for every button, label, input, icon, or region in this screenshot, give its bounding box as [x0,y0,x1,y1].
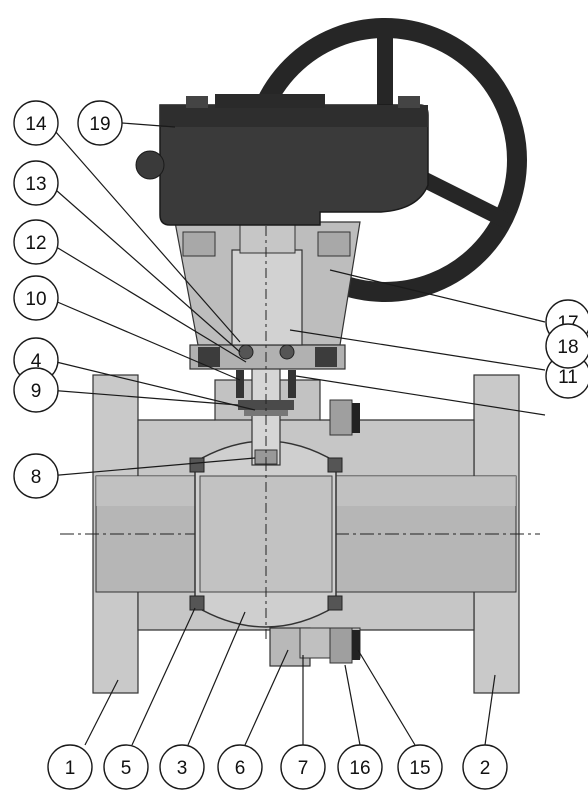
callout-circle [47,744,93,790]
callout-circle [13,100,59,146]
callout-number: 7 [298,758,309,779]
callout-circle [397,744,443,790]
callout-number: 12 [25,233,46,254]
callout-number: 1 [65,758,76,779]
callout-1: 1 [47,744,93,790]
callout-number: 19 [89,114,110,135]
callout-circle [13,160,59,206]
callout-10: 10 [13,275,59,321]
callout-number: 4 [31,351,42,372]
callout-number: 10 [25,289,46,310]
callout-number: 16 [349,758,370,779]
callout-12: 12 [13,219,59,265]
callout-circle [337,744,383,790]
callout-circle [545,323,588,369]
callout-13: 13 [13,160,59,206]
callout-19: 19 [77,100,123,146]
callout-number: 18 [557,337,578,358]
callout-15: 15 [397,744,443,790]
mounting-bracket [174,100,361,470]
callout-number: 5 [121,758,132,779]
callout-3: 3 [159,744,205,790]
callout-2: 2 [462,744,508,790]
callout-labels: 12345678910111213141516171819 [13,100,588,790]
callout-circle [13,453,59,499]
callout-number: 14 [25,114,47,135]
callout-16: 16 [337,744,383,790]
callout-circle [13,275,59,321]
callout-circle [217,744,263,790]
callout-number: 3 [177,758,188,779]
callout-circle [103,744,149,790]
callout-number: 9 [31,381,42,402]
callout-circle [13,219,59,265]
callout-9: 9 [13,367,59,413]
callout-14: 14 [13,100,59,146]
callout-number: 8 [31,467,42,488]
callout-circle [159,744,205,790]
callout-18: 18 [545,323,588,369]
callout-circle [13,367,59,413]
callout-5: 5 [103,744,149,790]
callout-number: 6 [235,758,246,779]
callout-number: 11 [558,367,578,388]
callout-circle [280,744,326,790]
callout-circle [77,100,123,146]
gearbox [135,94,429,226]
callout-number: 13 [25,174,46,195]
callout-circle [462,744,508,790]
callout-number: 2 [480,758,491,779]
callout-6: 6 [217,744,263,790]
callout-8: 8 [13,453,59,499]
callout-7: 7 [280,744,326,790]
ball [189,440,343,640]
callout-number: 15 [409,758,430,779]
leader-lines [47,122,546,746]
